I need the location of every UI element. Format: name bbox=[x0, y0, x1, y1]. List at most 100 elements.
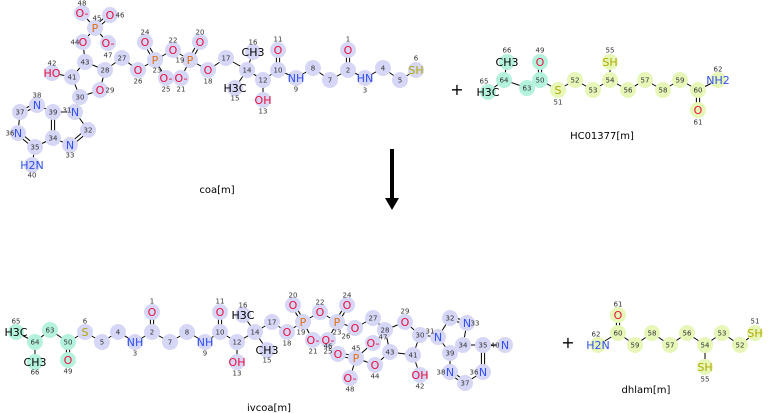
atom-highlight bbox=[279, 324, 295, 340]
atom-number: 43 bbox=[81, 59, 90, 67]
atom-highlight bbox=[288, 70, 304, 86]
atom-number: 14 bbox=[251, 329, 260, 337]
atom-48: O-48 bbox=[344, 372, 357, 394]
atom-number: 6 bbox=[414, 55, 419, 63]
atom-number: 58 bbox=[659, 87, 668, 95]
atom-label: O bbox=[169, 44, 178, 57]
atom-57: 57 bbox=[641, 77, 650, 85]
atom-highlight bbox=[330, 346, 346, 362]
atom-highlight bbox=[42, 322, 58, 338]
atom-52: 52 bbox=[571, 77, 580, 85]
atom-label: NH2 bbox=[706, 74, 730, 87]
atom-number: 62 bbox=[714, 66, 723, 74]
atom-number: 45 bbox=[93, 15, 102, 23]
atom-highlight bbox=[392, 72, 408, 88]
atom-47: O-47 bbox=[102, 37, 115, 60]
atom-33: N33 bbox=[66, 139, 75, 160]
atom-number: 38 bbox=[33, 92, 42, 100]
atom-number: 15 bbox=[231, 95, 240, 103]
atom-highlight bbox=[100, 35, 116, 51]
atom-highlight bbox=[714, 325, 730, 341]
atom-number: 2 bbox=[346, 67, 350, 75]
atom-label: NH bbox=[127, 336, 144, 349]
atom-highlight bbox=[697, 337, 713, 353]
atom-highlight bbox=[270, 42, 286, 58]
atom-highlight bbox=[412, 327, 428, 343]
atom-number: 17 bbox=[268, 319, 277, 327]
atom-number: 33 bbox=[66, 152, 75, 160]
molecule-name-dhlam: dhlam[m] bbox=[622, 385, 671, 396]
atom-highlight bbox=[475, 337, 491, 353]
atom-highlight bbox=[340, 42, 356, 58]
atom-36: N36 bbox=[470, 366, 488, 379]
atom-highlight bbox=[627, 337, 643, 353]
atom-number: 13 bbox=[233, 370, 242, 378]
atom-highlight bbox=[229, 354, 245, 370]
atom-14: 14 bbox=[243, 67, 252, 75]
atom-25: O-25 bbox=[322, 334, 335, 356]
atom-2: 2 bbox=[346, 67, 350, 75]
atom-label: O bbox=[316, 306, 325, 319]
atom-highlight bbox=[45, 104, 61, 120]
atom-highlight bbox=[162, 334, 178, 350]
atom-label: CH3 bbox=[496, 56, 519, 69]
atom-19: P19 bbox=[297, 316, 307, 337]
atom-7: 7 bbox=[328, 77, 332, 85]
atom-highlight bbox=[218, 50, 234, 66]
atom-number: 6 bbox=[83, 318, 88, 326]
atom-51: S51 bbox=[554, 84, 563, 107]
atom-11: O11 bbox=[274, 36, 283, 58]
atom-label: O- bbox=[76, 7, 89, 20]
atom-43: 43 bbox=[81, 59, 90, 67]
atom-20: O20 bbox=[196, 29, 205, 50]
atom-21: O-21 bbox=[307, 334, 320, 356]
atom-label: HO bbox=[44, 67, 61, 80]
atom-9: NH9 bbox=[288, 72, 305, 94]
atom-10: 10 bbox=[216, 329, 225, 337]
atom-52: 52 bbox=[736, 342, 745, 350]
atom-63: 63 bbox=[523, 85, 532, 93]
atom-label: O bbox=[694, 104, 703, 117]
atom-highlight bbox=[499, 54, 515, 70]
atom-highlight bbox=[532, 54, 548, 70]
atom-24: O24 bbox=[141, 29, 150, 50]
atom-label: O bbox=[79, 36, 88, 49]
atom-number: 24 bbox=[141, 29, 150, 37]
atom-label: O bbox=[134, 64, 143, 77]
atom-highlight bbox=[165, 42, 181, 58]
atom-43: 43 bbox=[386, 349, 395, 357]
atom-highlight bbox=[475, 364, 491, 380]
atom-number: 25 bbox=[324, 348, 333, 356]
atom-label: O bbox=[343, 299, 352, 312]
atom-number: 57 bbox=[641, 77, 650, 85]
atom-61: O61 bbox=[694, 104, 703, 127]
atom-49: O49 bbox=[64, 354, 73, 376]
atom-number: 22 bbox=[316, 299, 325, 307]
atom-number: 10 bbox=[274, 67, 283, 75]
atom-number: 25 bbox=[162, 86, 171, 94]
atom-38: N38 bbox=[33, 92, 42, 113]
atom-highlight bbox=[375, 60, 391, 76]
atom-number: 44 bbox=[71, 39, 80, 47]
atom-highlight bbox=[602, 54, 618, 70]
atom-number: 34 bbox=[459, 342, 468, 350]
atom-highlight bbox=[192, 34, 208, 50]
atom-45: P45 bbox=[92, 15, 102, 36]
atom-number: 30 bbox=[76, 94, 85, 102]
atom-number: 36 bbox=[470, 369, 479, 377]
atom-label: O bbox=[148, 306, 157, 319]
atom-highlight bbox=[12, 104, 28, 120]
atom-highlight bbox=[550, 82, 566, 98]
atom-34: 34 bbox=[459, 342, 468, 350]
atom-highlight bbox=[347, 320, 363, 336]
atom-number: 16 bbox=[239, 302, 248, 310]
atom-highlight bbox=[377, 322, 393, 338]
atom-highlight bbox=[357, 70, 373, 86]
atom-20: O20 bbox=[289, 292, 298, 313]
atom-number: 51 bbox=[554, 99, 563, 107]
atom-number: 14 bbox=[243, 67, 252, 75]
atom-label: H3C bbox=[232, 309, 255, 322]
